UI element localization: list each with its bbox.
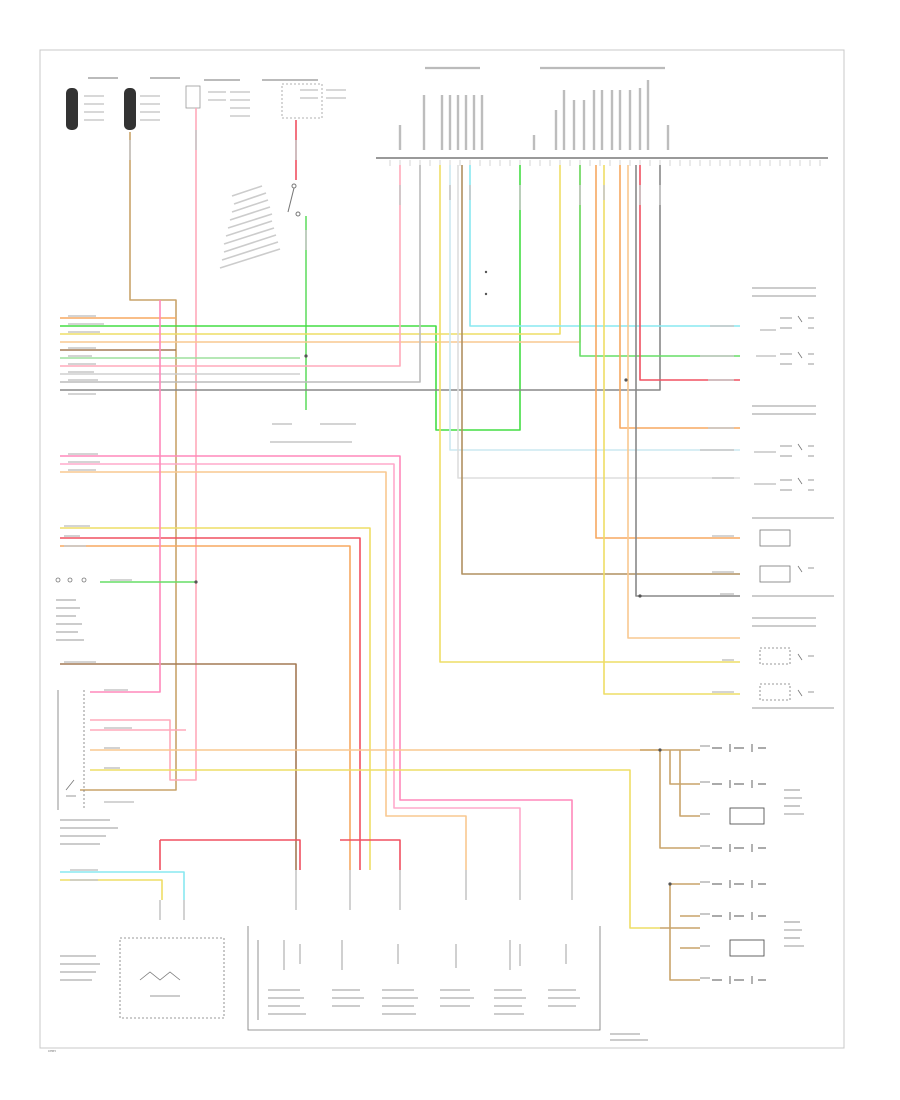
bottom-module-ticks [283, 940, 567, 970]
switch-symbol [287, 183, 301, 217]
transmission-bracket [247, 926, 601, 1031]
switch-box-top [185, 79, 346, 119]
sensor-connectors [66, 77, 180, 130]
diagram-border [39, 49, 845, 1049]
switch-notes [219, 185, 281, 269]
wire-tags [64, 315, 734, 881]
splice-dots [194, 270, 672, 886]
mid-labels [754, 329, 776, 485]
connector-pins [389, 160, 821, 166]
bus-labels [398, 80, 670, 150]
injector-bank [712, 744, 766, 984]
left-module [57, 690, 118, 845]
left-sensor [55, 577, 87, 641]
bottom-module-labels [268, 989, 648, 1041]
wires [60, 108, 740, 981]
range-sensor [60, 937, 225, 1019]
page-label: CHRY [48, 1049, 56, 1053]
vertical-tags [129, 130, 661, 920]
injector-bank-labels [700, 745, 804, 979]
right-components [752, 287, 834, 709]
